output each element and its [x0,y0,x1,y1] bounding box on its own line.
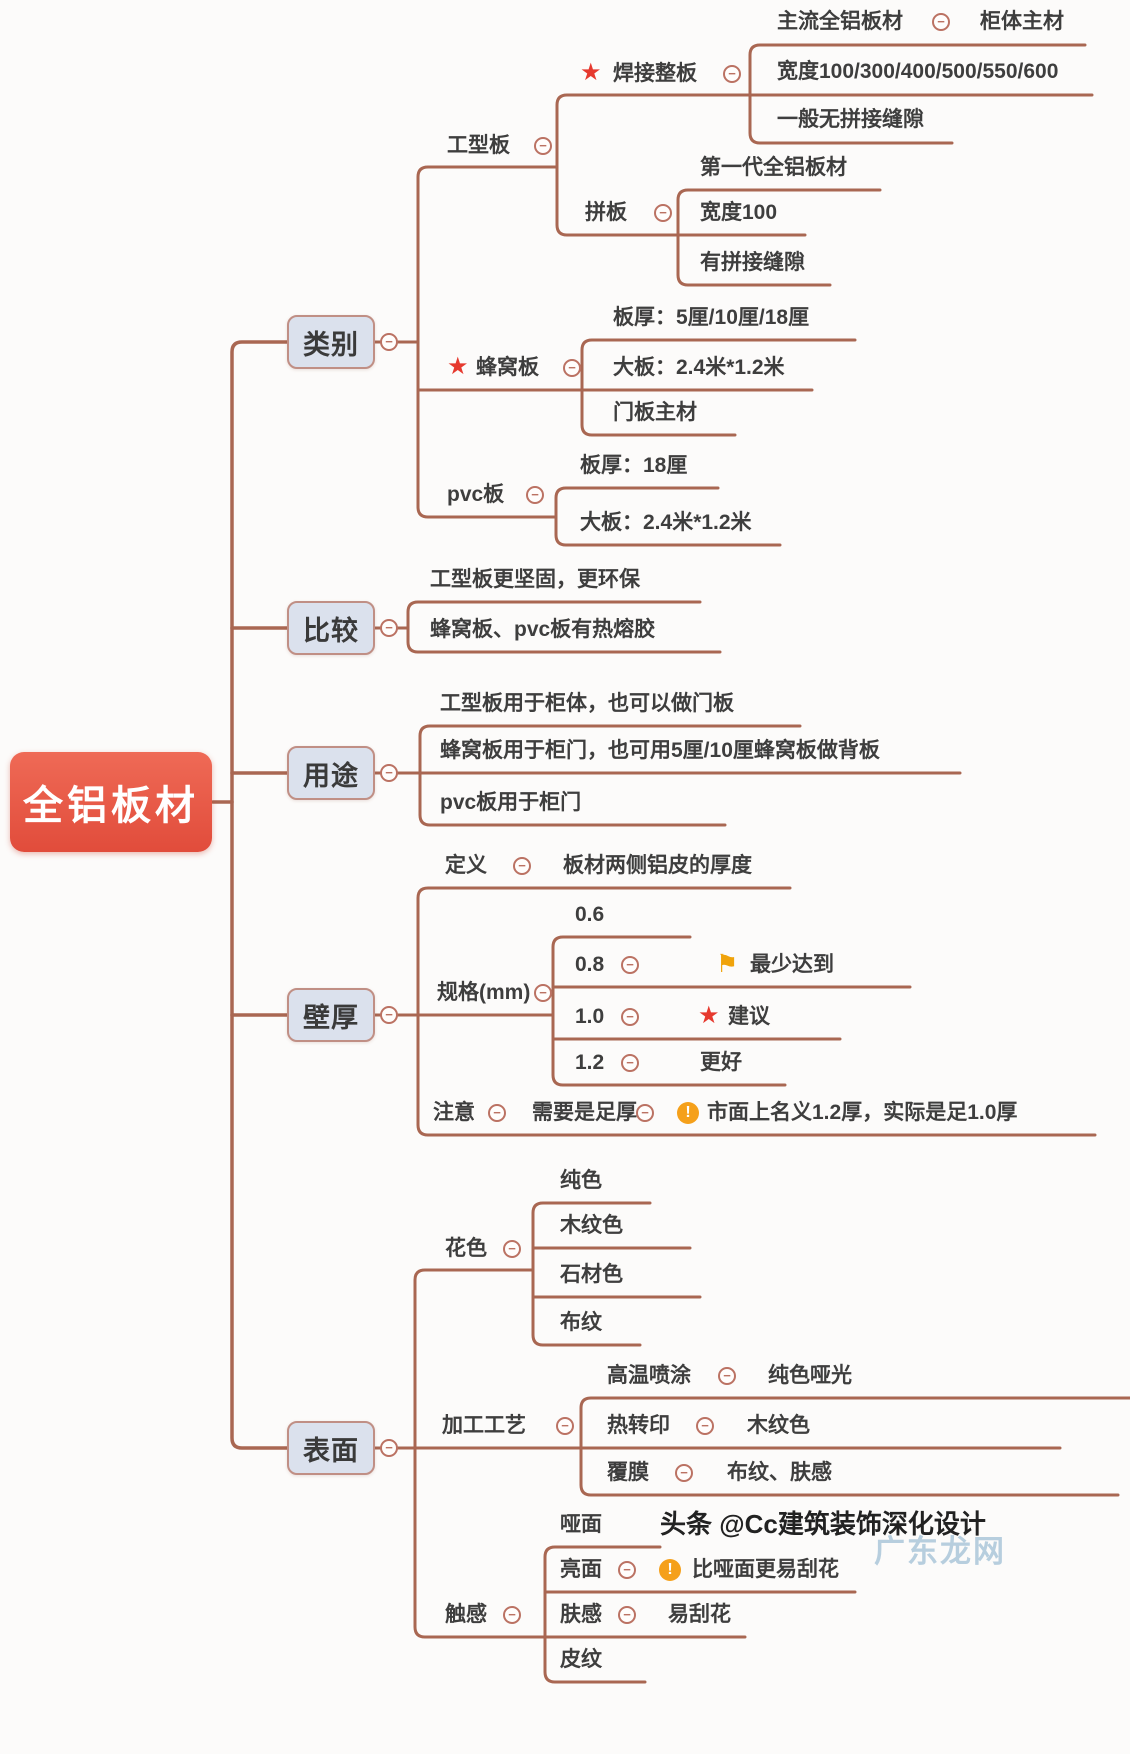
collapse-icon[interactable] [488,1104,506,1122]
warning-icon [659,1559,681,1581]
collapse-icon[interactable] [621,1008,639,1026]
node-spec-10[interactable]: 1.0 [575,1005,605,1028]
collapse-icon[interactable] [932,13,950,31]
collapse-icon[interactable] [621,956,639,974]
node-honeycomb-size[interactable]: 大板：2.4米*1.2米 [613,356,785,379]
collapse-icon[interactable] [618,1561,636,1579]
node-touch[interactable]: 触感 [445,1603,487,1626]
node-process-spray[interactable]: 高温喷涂 [607,1364,691,1387]
topic-compare[interactable]: 比较 [287,601,375,655]
node-note-value[interactable]: 需要是足厚 [532,1101,637,1124]
node-pattern-stone[interactable]: 石材色 [560,1263,623,1286]
node-spliced-panel[interactable]: 拼板 [585,201,627,224]
node-note-warning[interactable]: 市面上名义1.2厚，实际是足1.0厚 [707,1101,1018,1124]
node-pattern-fabric[interactable]: 布纹 [560,1311,602,1334]
collapse-icon[interactable] [618,1606,636,1624]
node-touch-glossy-warn[interactable]: 比哑面更易刮花 [692,1558,839,1581]
node-compare-hotmelt[interactable]: 蜂窝板、pvc板有热熔胶 [430,618,656,641]
node-process-film-val[interactable]: 布纹、肤感 [727,1461,832,1484]
node-pattern-wood[interactable]: 木纹色 [560,1214,623,1237]
flag-icon [716,949,738,979]
topic-thickness[interactable]: 壁厚 [287,988,375,1042]
node-usage-ibeam[interactable]: 工型板用于柜体，也可以做门板 [440,692,734,715]
collapse-icon[interactable] [675,1464,693,1482]
node-welded-panel[interactable]: 焊接整板 [613,62,697,85]
star-icon [698,1001,720,1031]
collapse-icon[interactable] [534,984,552,1002]
node-definition[interactable]: 定义 [445,854,487,877]
collapse-icon[interactable] [723,65,741,83]
node-honeycomb-door[interactable]: 门板主材 [613,401,697,424]
node-definition-value[interactable]: 板材两侧铝皮的厚度 [563,854,752,877]
node-touch-glossy[interactable]: 亮面 [560,1558,602,1581]
star-icon [447,352,469,382]
node-spec-12-note[interactable]: 更好 [700,1051,742,1074]
warning-icon [677,1102,699,1124]
branch-lines [373,43,1130,1684]
watermark-light: 广东龙网 [874,1534,1006,1569]
node-welded-no-seam[interactable]: 一般无拼接缝隙 [777,108,924,131]
collapse-icon[interactable] [526,486,544,504]
node-process-film[interactable]: 覆膜 [607,1461,649,1484]
collapse-icon[interactable] [556,1417,574,1435]
node-welded-width[interactable]: 宽度100/300/400/500/550/600 [777,60,1059,83]
collapse-icon[interactable] [380,333,398,351]
collapse-icon[interactable] [534,137,552,155]
node-compare-sturdy[interactable]: 工型板更坚固，更环保 [430,568,640,591]
node-touch-skin-val[interactable]: 易刮花 [668,1603,731,1626]
node-honeycomb-thickness[interactable]: 板厚：5厘/10厘/18厘 [613,306,810,329]
topic-category[interactable]: 类别 [287,315,375,369]
node-spec-06[interactable]: 0.6 [575,903,605,926]
watermark-dark: 头条 @Cc建筑装饰深化设计 [660,1509,986,1539]
node-honeycomb[interactable]: 蜂窝板 [476,356,539,379]
node-pvc-size[interactable]: 大板：2.4米*1.2米 [580,511,752,534]
collapse-icon[interactable] [718,1367,736,1385]
star-icon [580,58,602,88]
root-topic[interactable]: 全铝板材 [10,752,212,852]
collapse-icon[interactable] [380,1006,398,1024]
collapse-icon[interactable] [380,1439,398,1457]
collapse-icon[interactable] [636,1104,654,1122]
node-first-generation[interactable]: 第一代全铝板材 [700,156,847,179]
topic-surface[interactable]: 表面 [287,1421,375,1475]
node-welded-mainstream[interactable]: 主流全铝板材 [777,10,903,33]
node-process-transfer-val[interactable]: 木纹色 [747,1414,810,1437]
collapse-icon[interactable] [654,204,672,222]
node-touch-leather[interactable]: 皮纹 [560,1648,602,1671]
node-cabinet-material[interactable]: 柜体主材 [980,10,1064,33]
node-usage-pvc[interactable]: pvc板用于柜门 [440,791,582,814]
node-usage-honeycomb[interactable]: 蜂窝板用于柜门，也可用5厘/10厘蜂窝板做背板 [440,739,880,762]
node-spec-mm[interactable]: 规格(mm) [437,981,531,1004]
collapse-icon[interactable] [503,1240,521,1258]
node-spliced-width[interactable]: 宽度100 [700,201,778,224]
node-spliced-seam[interactable]: 有拼接缝隙 [700,251,805,274]
collapse-icon[interactable] [380,764,398,782]
collapse-icon[interactable] [563,359,581,377]
topic-usage[interactable]: 用途 [287,746,375,800]
collapse-icon[interactable] [621,1054,639,1072]
node-pattern[interactable]: 花色 [445,1237,487,1260]
node-touch-matte[interactable]: 哑面 [560,1513,602,1536]
collapse-icon[interactable] [513,857,531,875]
node-note[interactable]: 注意 [433,1101,475,1124]
collapse-icon[interactable] [380,619,398,637]
main-trunk [211,340,289,1450]
node-pvc-thickness[interactable]: 板厚：18厘 [580,454,688,477]
node-i-beam[interactable]: 工型板 [447,134,510,157]
node-spec-08-note[interactable]: 最少达到 [750,953,834,976]
node-spec-10-note[interactable]: 建议 [728,1005,770,1028]
node-spec-08[interactable]: 0.8 [575,953,605,976]
collapse-icon[interactable] [503,1606,521,1624]
node-process-spray-val[interactable]: 纯色哑光 [768,1364,852,1387]
node-pattern-solid[interactable]: 纯色 [560,1169,602,1192]
collapse-icon[interactable] [696,1417,714,1435]
node-process[interactable]: 加工工艺 [442,1414,526,1437]
node-touch-skin[interactable]: 肤感 [560,1603,602,1626]
node-spec-12[interactable]: 1.2 [575,1051,605,1074]
node-pvc-panel[interactable]: pvc板 [447,483,505,506]
node-process-transfer[interactable]: 热转印 [607,1414,670,1437]
